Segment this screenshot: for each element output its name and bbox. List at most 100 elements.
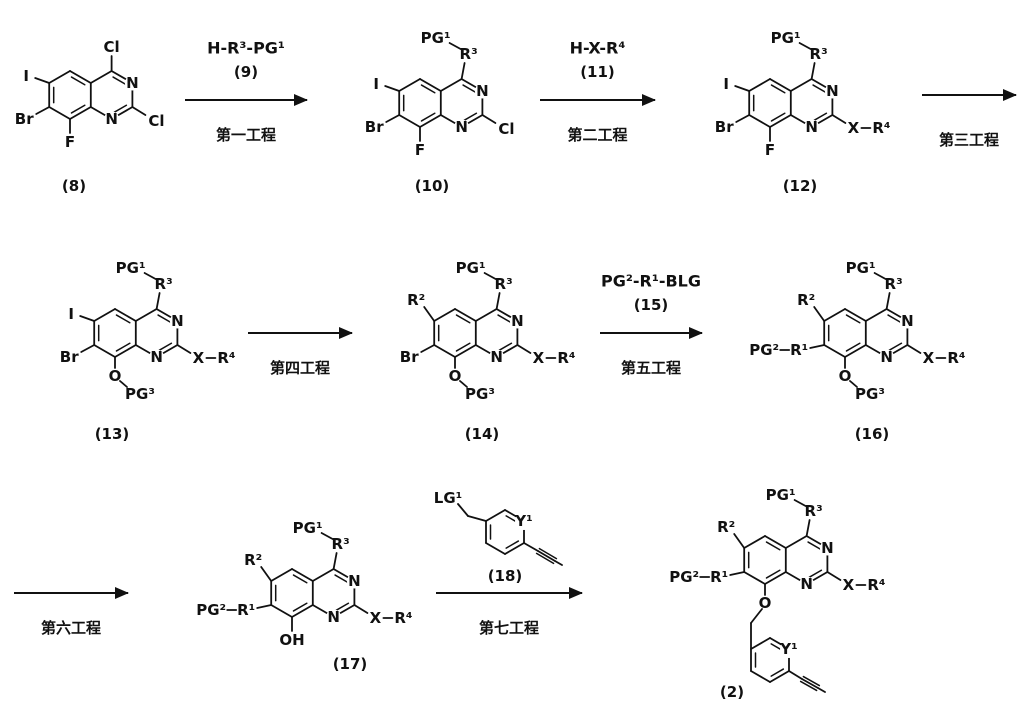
- compound-id: (14): [465, 425, 500, 443]
- substituent-2b: R⁴: [217, 349, 235, 367]
- atom-mask: [819, 540, 835, 556]
- bond: [750, 608, 763, 624]
- substituent-7-pg: PG²: [749, 341, 779, 359]
- substituent-2: X: [370, 609, 382, 627]
- compound-id: (2): [720, 683, 744, 701]
- compound-id: (16): [855, 425, 890, 443]
- bond: [906, 344, 922, 354]
- substituent-8: F: [415, 141, 425, 159]
- bond: [433, 308, 456, 322]
- substituent-4: R³: [460, 45, 478, 63]
- substituent-4: R³: [805, 502, 823, 520]
- reagent-formula: PG²-R¹-BLG: [601, 272, 701, 291]
- substituent-2: X: [843, 576, 855, 594]
- reagent-id: (9): [234, 63, 258, 81]
- atom-mask: [104, 111, 120, 127]
- compound-id: (8): [62, 177, 86, 195]
- bond: [765, 541, 781, 551]
- substituent-8-pg: PG³: [855, 385, 885, 403]
- substituent-6: R²: [244, 551, 262, 569]
- bond: [398, 114, 421, 128]
- atom-n: N: [901, 312, 914, 330]
- atom-n: N: [821, 539, 834, 557]
- bond: [112, 76, 128, 86]
- bond: [291, 568, 314, 582]
- bond: [474, 308, 498, 322]
- substituent-6: R²: [407, 291, 425, 309]
- arrow-step-7: 第七工程: [436, 587, 583, 637]
- bond: [497, 314, 513, 324]
- substituent-8-pg: PG³: [125, 385, 155, 403]
- bond: [849, 380, 858, 388]
- bond: [807, 541, 823, 551]
- bond: [764, 571, 787, 585]
- bond: [93, 308, 116, 322]
- aryl-y1: Y¹: [514, 512, 532, 530]
- atom-n: N: [511, 312, 524, 330]
- substituent-2: X: [923, 349, 935, 367]
- bond: [420, 344, 436, 353]
- substituent-4: R³: [495, 275, 513, 293]
- substituent-7-pg: PG²: [669, 568, 699, 586]
- compound-id: (12): [783, 177, 818, 195]
- bond: [813, 306, 826, 322]
- substituent-4: R³: [885, 275, 903, 293]
- ether-oxygen: O: [759, 594, 772, 612]
- atom-n: N: [348, 572, 361, 590]
- atom-n: N: [805, 118, 818, 136]
- bond: [34, 77, 51, 84]
- arrow-step-6: 第六工程: [14, 587, 129, 637]
- substituent-4: R³: [155, 275, 173, 293]
- bond: [735, 114, 751, 123]
- bond: [311, 568, 335, 582]
- step-label: 第二工程: [567, 126, 627, 144]
- bond: [845, 342, 861, 352]
- substituent-6: I: [68, 305, 74, 323]
- substituent-4-pg: PG¹: [771, 29, 801, 47]
- atom-mask: [454, 119, 470, 135]
- bond: [504, 542, 525, 555]
- bond: [353, 604, 369, 614]
- bond: [69, 70, 92, 84]
- reagent-id: (15): [634, 296, 669, 314]
- substituent-7: R¹: [710, 568, 728, 586]
- substituent-7: Br: [60, 348, 79, 366]
- bond: [809, 344, 826, 349]
- step-label: 第六工程: [41, 619, 101, 637]
- substituent-4: R³: [810, 45, 828, 63]
- bond: [176, 344, 192, 354]
- bond: [420, 84, 436, 94]
- bond: [398, 78, 421, 92]
- reagent-formula: H-X-R⁴: [570, 39, 626, 58]
- step-label: 第七工程: [479, 619, 539, 637]
- bond: [114, 344, 137, 358]
- step-label: 第三工程: [939, 131, 999, 149]
- bond: [750, 670, 771, 683]
- substituent-7: Br: [365, 118, 384, 136]
- substituent-8: O: [109, 367, 122, 385]
- bond: [798, 42, 812, 50]
- bond: [89, 70, 113, 84]
- atom-n: N: [826, 82, 839, 100]
- substituent-7: R¹: [237, 601, 255, 619]
- bond: [112, 104, 128, 114]
- atom-mask: [804, 119, 820, 135]
- bond: [157, 342, 173, 352]
- bond: [155, 292, 161, 310]
- bond: [817, 687, 826, 693]
- bond: [887, 314, 903, 324]
- bond: [448, 42, 462, 50]
- substituent-2: Cl: [498, 120, 514, 138]
- atom-mask: [780, 640, 798, 658]
- compound-id: (10): [415, 177, 450, 195]
- bond: [462, 112, 478, 122]
- bond: [554, 560, 563, 566]
- atom-n: N: [476, 82, 489, 100]
- bond: [801, 678, 819, 689]
- arrow-step-1: H-R³-PG¹(9)第一工程: [185, 39, 308, 144]
- bond: [826, 571, 842, 581]
